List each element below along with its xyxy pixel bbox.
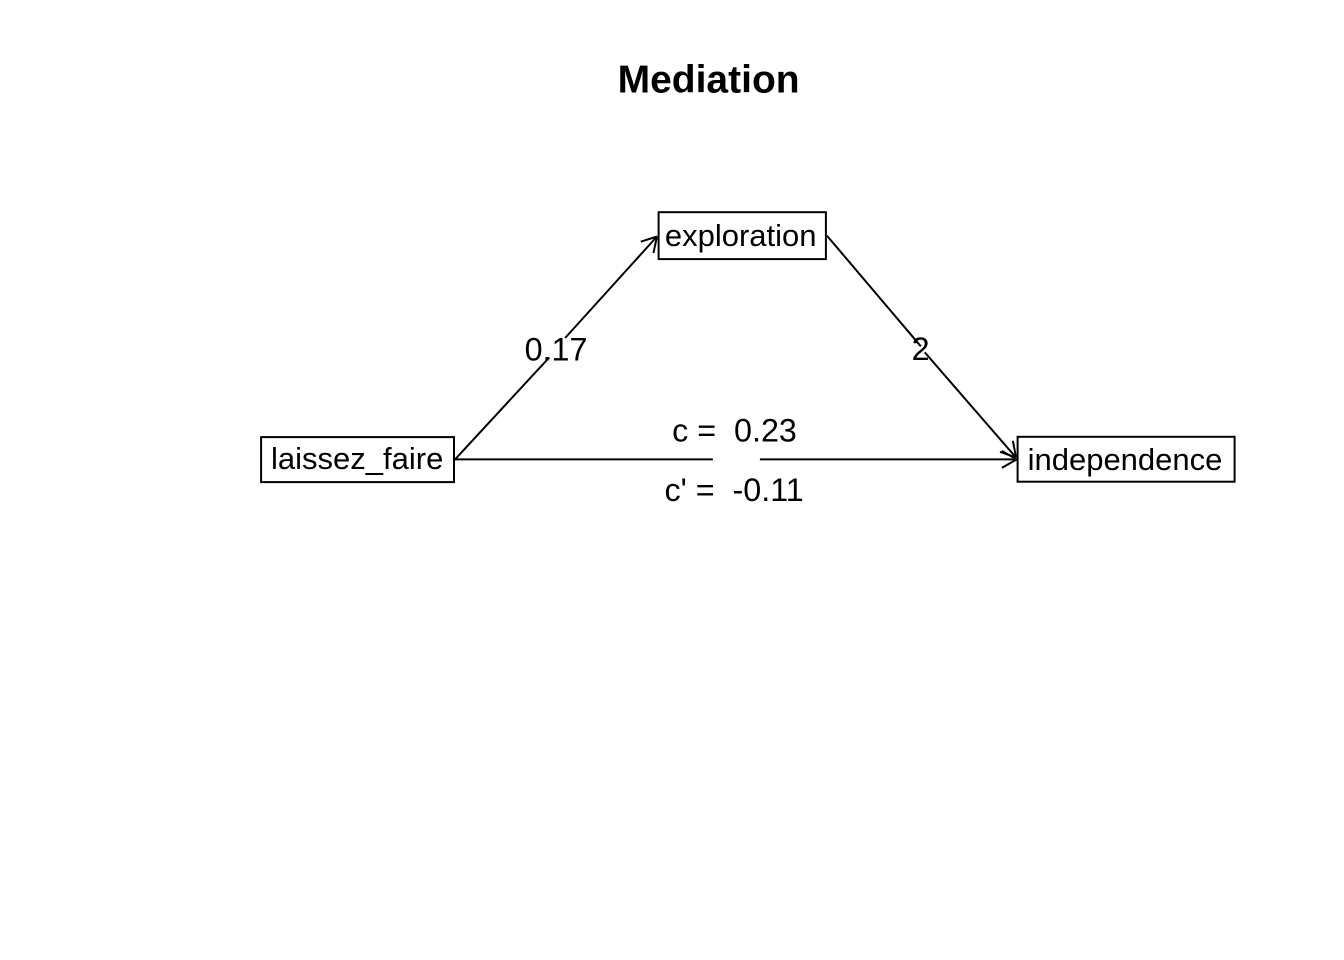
svg-text:exploration: exploration xyxy=(665,218,817,253)
svg-text:Mediation: Mediation xyxy=(618,59,800,102)
svg-text:c = 0.23: c = 0.23 xyxy=(672,412,797,448)
svg-text:independence: independence xyxy=(1028,442,1223,477)
svg-text:0.17: 0.17 xyxy=(525,332,588,368)
svg-text:2: 2 xyxy=(912,331,930,367)
svg-text:c' = -0.11: c' = -0.11 xyxy=(664,472,803,508)
svg-text:laissez_faire: laissez_faire xyxy=(271,441,443,476)
